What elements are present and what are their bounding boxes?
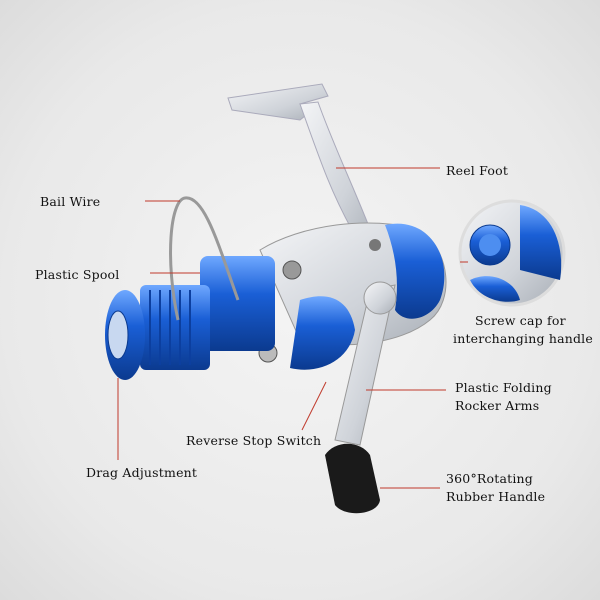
label-screw-cap-2: interchanging handle xyxy=(453,331,593,346)
label-rocker-1: Plastic Folding xyxy=(455,380,552,395)
leader-lines xyxy=(117,167,468,489)
label-bail-wire: Bail Wire xyxy=(40,194,101,209)
label-handle-2: Rubber Handle xyxy=(446,489,546,504)
handle-arm xyxy=(334,281,397,446)
reel-body xyxy=(258,222,447,370)
label-drag-adjustment: Drag Adjustment xyxy=(86,465,198,480)
rubber-handle-knob xyxy=(325,443,380,514)
label-handle-1: 360°Rotating xyxy=(446,471,533,486)
label-reverse-stop: Reverse Stop Switch xyxy=(186,433,322,448)
reel-foot xyxy=(227,83,380,252)
screw-cap-inset xyxy=(458,199,566,307)
label-plastic-spool: Plastic Spool xyxy=(35,267,120,282)
label-screw-cap-1: Screw cap for xyxy=(475,313,566,328)
bail-wire xyxy=(169,196,240,321)
label-rocker-2: Rocker Arms xyxy=(455,398,540,413)
spool xyxy=(105,256,275,380)
label-reel-foot: Reel Foot xyxy=(446,163,509,178)
